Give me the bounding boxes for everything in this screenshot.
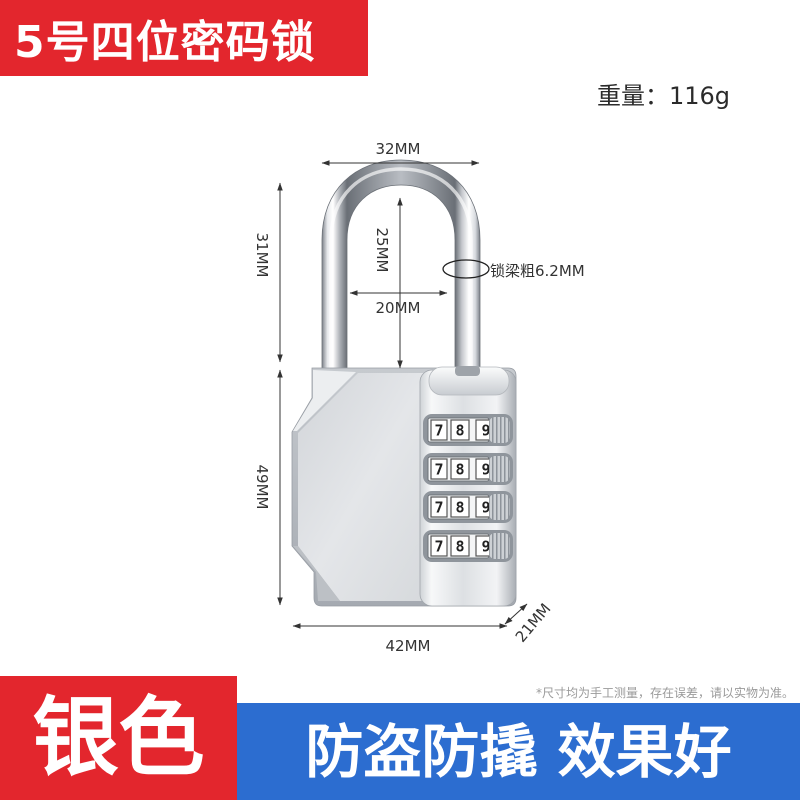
- digit-cell: [430, 535, 448, 557]
- shackle-socket: [455, 366, 480, 376]
- measurement-note: *尺寸均为手工测量，存在误差，请以实物为准。: [535, 686, 794, 700]
- wheel-knurl: [489, 494, 510, 520]
- dial-housing: [419, 369, 517, 607]
- lock-body: [291, 366, 517, 607]
- body-bottom-bevel: [293, 546, 340, 601]
- weight-spec: 重量：116g: [597, 76, 730, 111]
- weight-value: 116g: [669, 82, 731, 110]
- label-shackle-inner-width: 20MM: [376, 299, 421, 317]
- color-badge: 银色: [0, 676, 237, 800]
- shackle-body: [321, 159, 481, 381]
- digit-cell: [430, 496, 448, 518]
- digit-cell: [430, 419, 448, 441]
- digit: 8: [455, 538, 464, 556]
- wheel-knurl: [489, 456, 510, 482]
- digit-cell: [450, 535, 470, 557]
- color-name: 银色: [32, 688, 205, 788]
- digit: 8: [455, 499, 464, 517]
- digit: 9: [481, 499, 490, 517]
- dim-line-body-depth: [504, 603, 528, 625]
- digit: 8: [455, 422, 464, 440]
- shackle: [321, 159, 481, 381]
- shackle-highlight: [329, 167, 473, 380]
- digit: 9: [481, 538, 490, 556]
- digit-cell: [475, 496, 489, 518]
- body-front-face: [298, 373, 428, 601]
- wheel-digits: 7 8 9: [430, 458, 490, 480]
- digit-cell: [450, 458, 470, 480]
- label-body-depth: 21MM: [512, 600, 555, 646]
- digit: 7: [434, 538, 443, 556]
- label-body-width: 42MM: [386, 637, 431, 655]
- title-banner: 5号四位密码锁: [0, 0, 368, 76]
- wheel-knurl: [489, 533, 510, 559]
- combination-wheel-1: 7 8 9: [423, 414, 513, 446]
- digit-cell: [475, 419, 489, 441]
- wheel-knurl: [489, 417, 510, 443]
- digit-cell: [450, 496, 470, 518]
- dimension-annotations: [277, 160, 528, 629]
- digit: 9: [481, 422, 490, 440]
- label-shackle-inner-height: 25MM: [373, 228, 391, 273]
- digit-cell: [430, 458, 448, 480]
- digit-cell: [475, 458, 489, 480]
- label-body-height: 49MM: [253, 465, 271, 510]
- digit: 8: [455, 461, 464, 479]
- wheel-digits: 7 8 9: [430, 496, 490, 518]
- digit: 9: [481, 461, 490, 479]
- label-shackle-width: 32MM: [376, 140, 421, 158]
- combination-wheel-4: 7 8 9: [423, 530, 513, 562]
- body-top-bevel: [293, 370, 356, 431]
- digit: 7: [434, 422, 443, 440]
- combination-wheel-2: 7 8 9: [423, 453, 513, 485]
- digit: 7: [434, 499, 443, 517]
- wheel-digits: 7 8 9: [430, 535, 490, 557]
- wheel-digits: 7 8 9: [430, 419, 490, 441]
- label-shackle-thickness: 锁梁粗6.2MM: [490, 262, 585, 280]
- weight-label: 重量：: [597, 82, 669, 110]
- label-shackle-height: 31MM: [253, 233, 271, 278]
- combination-wheel-3: 7 8 9: [423, 491, 513, 523]
- shackle-thickness-ring: [442, 259, 490, 279]
- digit-cell: [450, 419, 470, 441]
- slogan-bar: 防盗防撬 效果好: [237, 703, 800, 800]
- digit: 7: [434, 461, 443, 479]
- product-title: 5号四位密码锁: [14, 17, 316, 68]
- digit-cell: [475, 535, 489, 557]
- slogan-text: 防盗防撬 效果好: [305, 717, 732, 786]
